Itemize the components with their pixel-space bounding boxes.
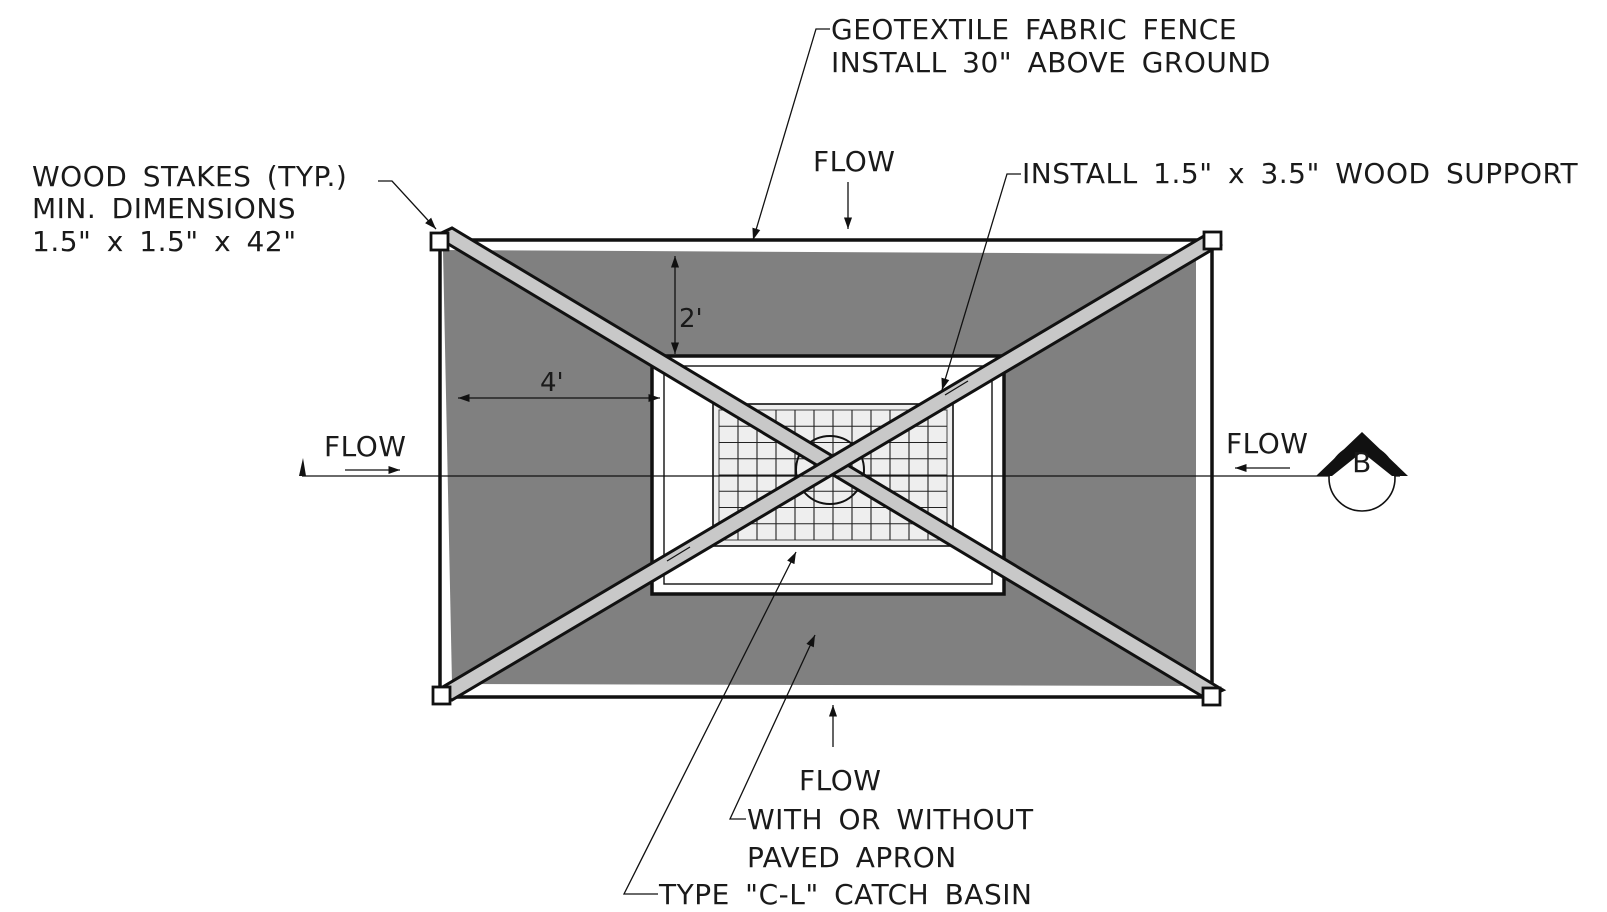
basin-frame-outer (650, 354, 1006, 596)
leader-fence (752, 28, 830, 241)
flow-bottom-label: FLOW (799, 764, 881, 797)
flow-right-label: FLOW (1226, 427, 1308, 460)
stakes-label-line2: MIN. DIMENSIONS (32, 192, 296, 225)
support-label: INSTALL 1.5" x 3.5" WOOD SUPPORT (1022, 157, 1578, 190)
section-marker: B (1316, 432, 1408, 512)
fence-label-line2: INSTALL 30" ABOVE GROUND (831, 46, 1271, 79)
wood-stake-bottom-left (431, 685, 452, 706)
wood-stake-bottom-right (1201, 686, 1222, 707)
wood-stake-top-left (429, 231, 450, 252)
dim-4ft-label: 4' (540, 368, 564, 398)
section-marker-label: B (1352, 446, 1372, 479)
leader-basin (622, 551, 797, 895)
grate-center-circle (795, 435, 865, 505)
flow-left-label: FLOW (324, 430, 406, 463)
stakes-label-line1: WOOD STAKES (TYP.) (32, 160, 347, 193)
basin-label: TYPE "C-L" CATCH BASIN (658, 878, 1032, 911)
leader-stakes (378, 180, 437, 230)
leader-apron (728, 634, 816, 820)
wood-stake-top-right (1202, 230, 1223, 251)
apron-label-line1: WITH OR WITHOUT (747, 803, 1034, 836)
basin-frame-inner (663, 365, 993, 585)
fence-label-line1: GEOTEXTILE FABRIC FENCE (831, 13, 1237, 46)
dim-2ft-label: 2' (679, 304, 703, 334)
section-line-end-tick (299, 458, 306, 476)
leader-support (941, 173, 1021, 391)
flow-top-label: FLOW (813, 145, 895, 178)
apron-label-line2: PAVED APRON (747, 841, 957, 874)
stakes-label-line3: 1.5" x 1.5" x 42" (32, 225, 297, 258)
